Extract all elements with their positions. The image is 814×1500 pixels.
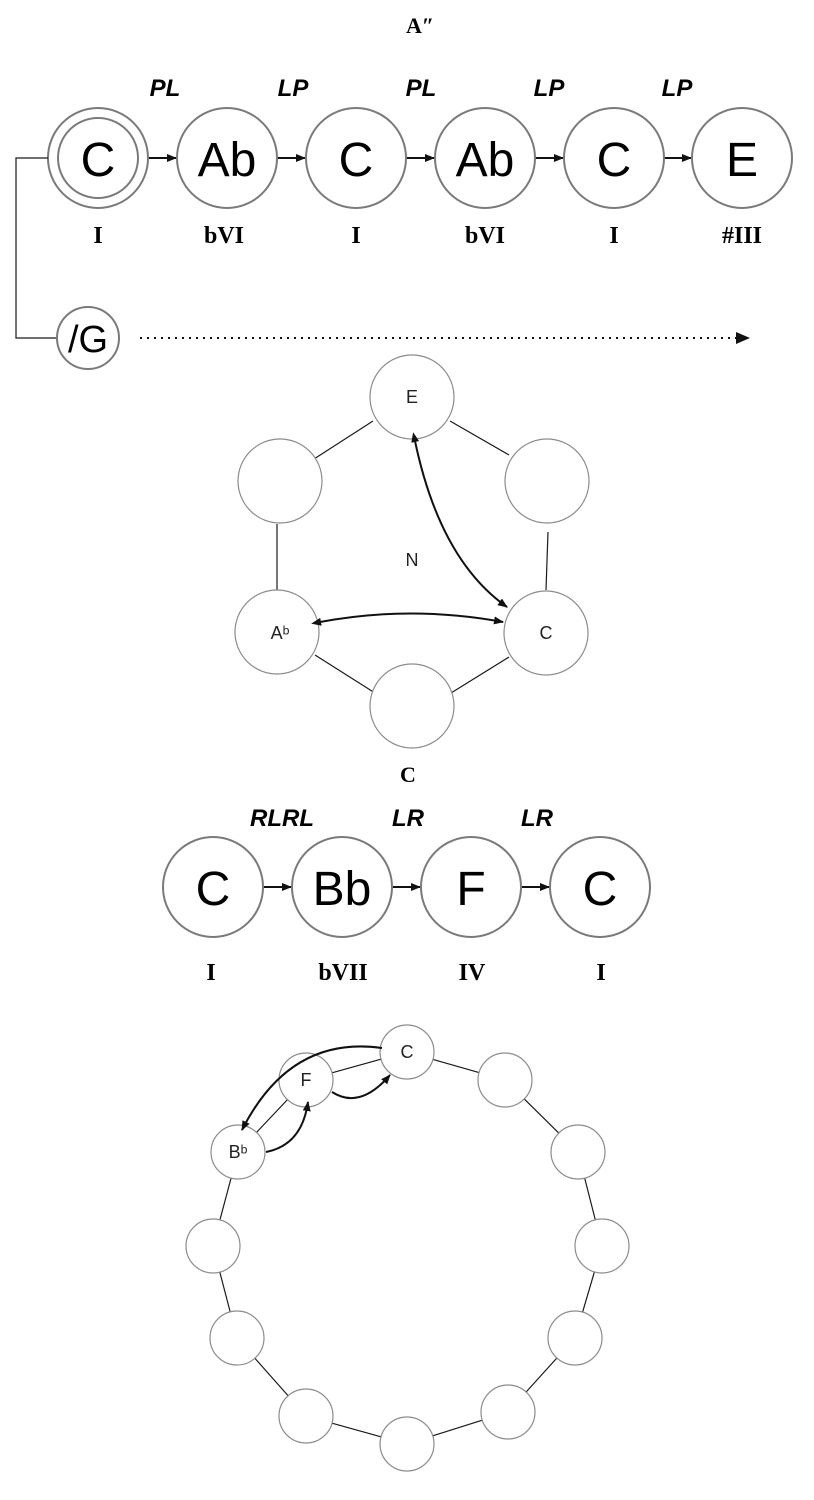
circle-edge: [432, 1058, 480, 1074]
circle-node: [574, 1218, 630, 1274]
chord-node: C: [563, 107, 665, 209]
chord-label: C: [339, 134, 374, 187]
circle-edge: [523, 1098, 560, 1134]
chord-node: C: [549, 836, 651, 938]
roman-numeral: I: [609, 223, 618, 249]
transform-label: RLRL: [250, 805, 314, 832]
bass-label: /G: [68, 319, 108, 361]
circle-edge: [432, 1419, 483, 1437]
circle-edge: [582, 1271, 595, 1313]
chord-node: C: [305, 107, 407, 209]
transform-label: LR: [392, 805, 425, 832]
transform-label: LR: [521, 805, 554, 832]
section2-numerals: I bVII IV I: [206, 960, 605, 986]
chord-node: F: [420, 836, 522, 938]
circle-node: [185, 1218, 241, 1274]
circle-edge: [256, 1099, 288, 1133]
transform-label: LP: [534, 75, 566, 102]
section2-chords: C Bb F C: [162, 836, 651, 938]
circle-node: [209, 1310, 265, 1366]
chord-label: Ab: [456, 134, 515, 187]
transform-label: LP: [278, 75, 310, 102]
transform-label: PL: [150, 75, 181, 102]
double-arrow-ab-c: [311, 612, 504, 626]
arrow-c-to-bb: [241, 1045, 383, 1131]
roman-numeral: bVI: [465, 223, 505, 249]
chord-node: Ab: [176, 107, 278, 209]
circle-node-label: C: [401, 1042, 414, 1062]
hexagon-diagram: E C Aᵇ N: [234, 354, 590, 749]
hexagon-nodes: E C Aᵇ: [234, 354, 590, 749]
hex-node-label: E: [406, 387, 418, 407]
circle-edges: [219, 1058, 596, 1438]
circle-node: [550, 1124, 606, 1180]
circle-edge: [525, 1357, 558, 1393]
roman-numeral: I: [206, 960, 215, 986]
chord-label: C: [81, 134, 116, 187]
chord-node: C: [162, 836, 264, 938]
arrow-f-to-c: [331, 1074, 391, 1100]
chord-node-tonic: C: [47, 107, 149, 209]
transform-label: PL: [406, 75, 437, 102]
circle-node: [477, 1052, 533, 1108]
section1-title: A″: [406, 13, 434, 38]
circle-node: [480, 1384, 536, 1440]
circle-node: [547, 1310, 603, 1366]
chord-label: E: [726, 134, 758, 187]
circle-edge: [219, 1271, 231, 1313]
chord-node: Ab: [434, 107, 536, 209]
roman-numeral: I: [93, 223, 102, 249]
circle-diagram: C Bᵇ F: [185, 1024, 630, 1472]
bass-branch: /G: [15, 157, 750, 370]
roman-numeral: bVI: [204, 223, 244, 249]
chord-node: Bb: [291, 836, 393, 938]
circle-edge: [584, 1178, 596, 1220]
roman-numeral: I: [596, 960, 605, 986]
circle-nodes: C Bᵇ F: [185, 1024, 630, 1472]
roman-numeral: I: [351, 223, 360, 249]
section2-transforms: RLRL LR LR: [250, 805, 554, 832]
chord-label: C: [597, 134, 632, 187]
section1-numerals: I bVI I bVI I #III: [93, 223, 762, 249]
section1-chords: C Ab C Ab C E: [47, 107, 793, 209]
circle-node-label: F: [301, 1070, 312, 1090]
circle-node: [379, 1024, 435, 1080]
hex-node-label: Aᵇ: [271, 623, 290, 643]
chord-label: C: [583, 863, 618, 916]
circle-edge: [331, 1058, 382, 1074]
hex-center-label: N: [406, 550, 419, 570]
section2-title: C: [400, 762, 416, 787]
circle-node-label: Bᵇ: [229, 1142, 248, 1162]
transform-label: LP: [662, 75, 694, 102]
circle-node: [379, 1416, 435, 1472]
circle-edge: [219, 1177, 232, 1221]
circle-edge: [331, 1422, 382, 1438]
circle-node: [278, 1388, 334, 1444]
roman-numeral: IV: [459, 960, 486, 986]
chord-label: Ab: [198, 134, 257, 187]
section1-transforms: PL LP PL LP LP: [150, 75, 694, 102]
chord-label: Bb: [313, 863, 372, 916]
roman-numeral: bVII: [318, 960, 367, 986]
roman-numeral: #III: [722, 223, 762, 249]
arrow-bb-to-f: [265, 1101, 311, 1153]
circle-node: [210, 1124, 266, 1180]
chord-label: C: [196, 863, 231, 916]
chord-node: E: [691, 107, 793, 209]
hex-node-label: C: [540, 623, 553, 643]
double-arrow-e-c: [411, 432, 508, 608]
circle-edge: [254, 1357, 289, 1397]
chord-label: F: [456, 863, 485, 916]
